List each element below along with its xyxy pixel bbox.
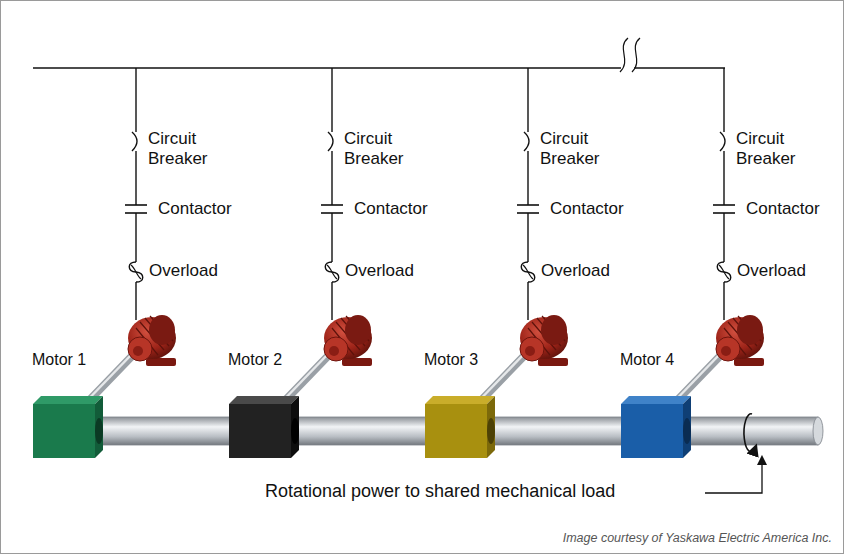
breaker-label: Circuit Breaker xyxy=(736,129,816,168)
overload-label: Overload xyxy=(345,261,414,281)
overload-label: Overload xyxy=(149,261,218,281)
overload-label: Overload xyxy=(737,261,806,281)
motor-label: Motor 4 xyxy=(620,351,674,369)
breaker-label: Circuit Breaker xyxy=(540,129,620,168)
contactor-label: Contactor xyxy=(354,199,428,219)
gearbox-blue xyxy=(621,396,691,458)
motor-label: Motor 3 xyxy=(424,351,478,369)
breaker-label: Circuit Breaker xyxy=(148,129,228,168)
contactor-label: Contactor xyxy=(746,199,820,219)
credit-note: Image courtesy of Yaskawa Electric Ameri… xyxy=(563,531,832,545)
gearbox-yellow xyxy=(425,396,495,458)
motor-label: Motor 1 xyxy=(32,351,86,369)
breaker-label: Circuit Breaker xyxy=(344,129,424,168)
load-label: Rotational power to shared mechanical lo… xyxy=(265,481,615,502)
gearbox-green xyxy=(33,396,103,458)
contactor-label: Contactor xyxy=(550,199,624,219)
motor-label: Motor 2 xyxy=(228,351,282,369)
overload-label: Overload xyxy=(541,261,610,281)
contactor-label: Contactor xyxy=(158,199,232,219)
gearbox-black xyxy=(229,396,299,458)
